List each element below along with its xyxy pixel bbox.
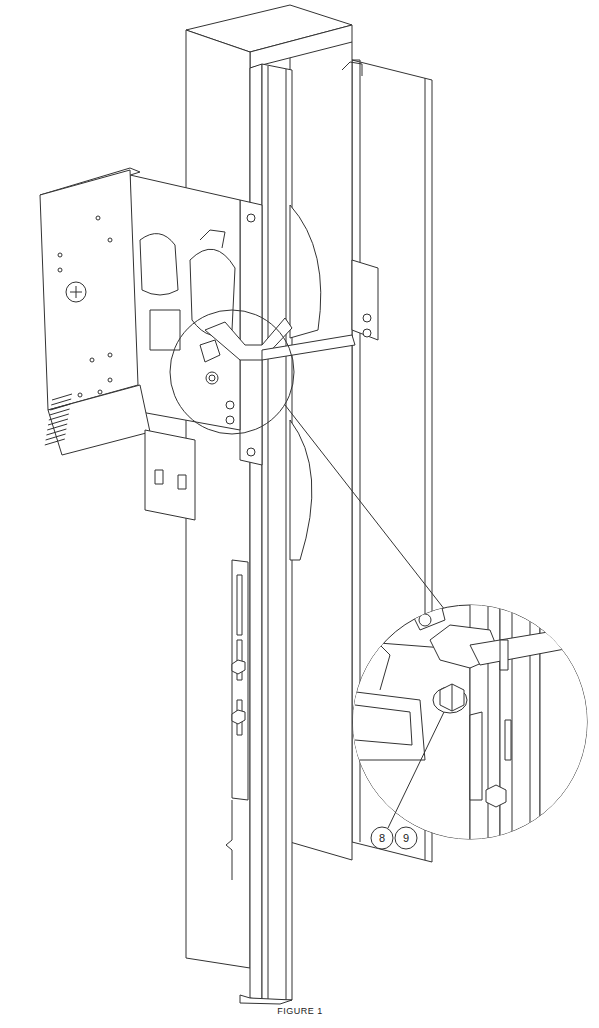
bolt <box>486 785 506 807</box>
figure-caption: FIGURE 1 <box>277 1005 323 1017</box>
magnifier-circle <box>170 310 294 434</box>
detail-view <box>340 600 599 860</box>
mount-strip <box>240 200 262 465</box>
spring-coil <box>46 434 66 440</box>
lower-plate <box>232 560 248 800</box>
callout-circle <box>371 827 393 849</box>
post-face <box>186 30 250 968</box>
post-back <box>290 22 352 860</box>
post-cap-edge <box>250 25 352 68</box>
hanging-plate <box>145 430 195 520</box>
callout-number: 9 <box>395 831 417 845</box>
plate-hole <box>58 216 112 397</box>
spring-coil <box>49 414 69 420</box>
rail-line <box>286 69 287 1000</box>
spring-coil <box>50 409 70 415</box>
solenoid <box>140 234 178 295</box>
screw <box>66 282 86 302</box>
door-bracket <box>352 260 378 340</box>
cam <box>190 249 235 335</box>
lock-hook <box>470 630 570 665</box>
bolt <box>206 372 218 384</box>
lock-body <box>130 175 240 430</box>
roller <box>290 420 312 560</box>
link <box>200 340 220 362</box>
leader-line <box>285 405 445 610</box>
lock-plate <box>40 170 138 410</box>
switch <box>150 310 180 350</box>
rail-line <box>268 66 269 1000</box>
callout-number: 8 <box>371 831 393 845</box>
spring-coil <box>46 429 66 435</box>
spring-coil <box>45 439 65 445</box>
bottom-bracket <box>48 385 150 455</box>
spring-coil <box>47 424 67 430</box>
spring-coil <box>48 419 68 425</box>
callout-circle <box>395 827 417 849</box>
roller <box>290 205 321 338</box>
hex-bolt <box>440 684 464 711</box>
lock-hook <box>262 335 355 360</box>
spring-coil <box>51 399 71 405</box>
hook <box>342 62 362 76</box>
rail <box>262 64 292 1000</box>
spring-coil <box>52 394 72 400</box>
spring-coil <box>50 404 70 410</box>
bolt <box>232 660 245 724</box>
spring <box>45 394 72 445</box>
rail-foot <box>240 995 292 1004</box>
leader-line <box>388 712 444 828</box>
